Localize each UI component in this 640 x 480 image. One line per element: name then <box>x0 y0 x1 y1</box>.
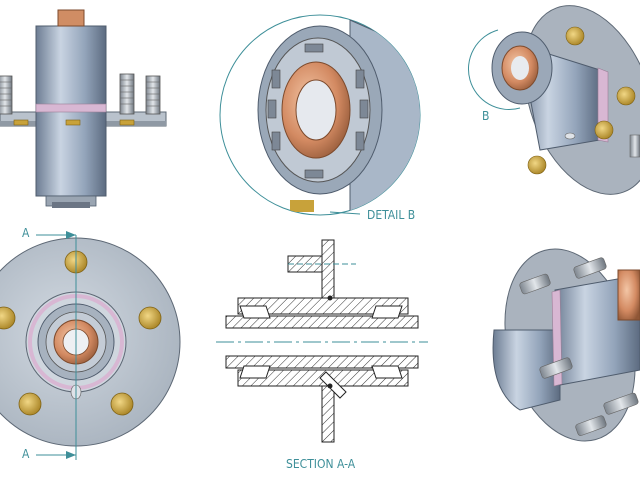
detail-brass-part <box>290 200 314 212</box>
cut-arrow-top <box>66 231 76 239</box>
section-hub-wall-upper <box>237 297 409 315</box>
section-grease-fitting <box>319 371 347 399</box>
iso-view-top: B <box>467 5 640 195</box>
iso2-studs <box>519 257 639 436</box>
axle-nut <box>57 9 85 27</box>
iso2-rear-barrel <box>492 329 561 411</box>
iso1-bore <box>511 56 529 80</box>
detail-b-label: DETAIL B <box>367 208 415 222</box>
cut-label-a-bottom: A <box>22 447 30 461</box>
end-lug-nuts <box>0 250 162 416</box>
iso1-grease-fitting <box>564 132 576 140</box>
section-aa-label: SECTION A-A <box>286 457 356 471</box>
detail-b-callout-circle <box>467 29 521 111</box>
section-flange-upper <box>321 239 335 301</box>
detail-b-view: DETAIL B <box>219 14 421 222</box>
detail-b-leader <box>329 211 361 215</box>
end-view: A A <box>0 226 181 461</box>
cut-arrow-bottom <box>66 451 76 459</box>
lug-nuts-side <box>13 119 135 126</box>
detail-b-marker: B <box>482 109 489 123</box>
section-bearings <box>239 305 403 379</box>
cut-label-a-top: A <box>22 226 30 240</box>
iso-view-bottom <box>492 248 640 442</box>
iso1-lug-nuts <box>527 26 636 175</box>
bearing-race <box>52 202 90 208</box>
seal-ring <box>35 103 107 113</box>
section-view: SECTION A-A <box>216 239 428 471</box>
detail-rollers <box>267 43 369 179</box>
iso1-stud <box>629 134 640 158</box>
iso2-spindle <box>617 269 640 321</box>
front-view <box>0 9 167 208</box>
detail-spindle-bore <box>295 79 337 141</box>
